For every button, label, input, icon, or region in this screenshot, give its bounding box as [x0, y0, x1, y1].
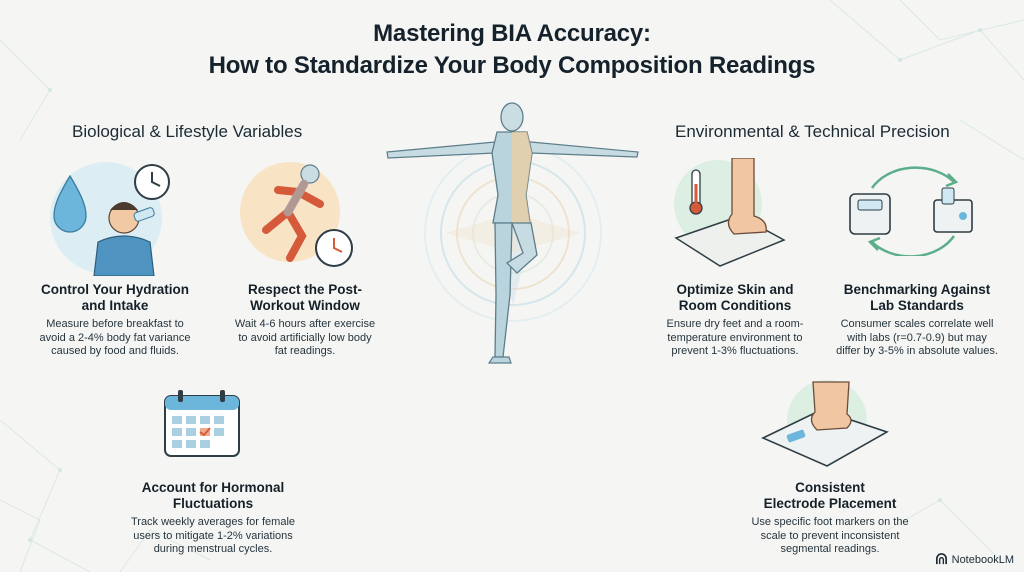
benchmark-card-text: Consumer scales correlate well with labs… [812, 318, 1022, 359]
skin-card-title: Optimize Skin and Room Conditions [650, 282, 820, 314]
water-drop-clock-icon [50, 162, 170, 276]
skin-title-line: Room Conditions [678, 298, 792, 313]
skin-text-line: prevent 1-3% fluctuations. [671, 345, 799, 357]
workout-card-title: Respect the Post- Workout Window [220, 282, 390, 314]
workout-title-line: Workout Window [250, 298, 360, 313]
runner-clock-icon [240, 162, 353, 267]
scale-lab-cycle-icon [849, 166, 973, 256]
foot-thermometer-scale-icon [674, 158, 786, 267]
benchmark-card-title: Benchmarking Against Lab Standards [822, 282, 1012, 314]
benchmark-text-line: Consumer scales correlate well [840, 318, 994, 330]
calendar-icon [164, 390, 240, 457]
electrode-title-line: Electrode Placement [763, 496, 897, 511]
electrode-card-text: Use specific foot markers on the scale t… [725, 516, 935, 557]
left-section-heading: Biological & Lifestyle Variables [72, 122, 303, 141]
electrode-title-line: Consistent [795, 480, 865, 495]
notebooklm-label: NotebookLM [951, 553, 1014, 566]
balancing-figure-icon [386, 102, 639, 364]
benchmark-title-line: Lab Standards [870, 298, 964, 313]
page-subtitle: How to Standardize Your Body Composition… [208, 52, 816, 79]
hormonal-card-text: Track weekly averages for female users t… [108, 516, 318, 557]
skin-text-line: temperature environment to [667, 331, 803, 344]
hormonal-card-title: Account for Hormonal Fluctuations [118, 480, 308, 512]
workout-text-line: to avoid artificially low body [238, 331, 372, 344]
skin-card-text: Ensure dry feet and a room- temperature … [640, 318, 830, 359]
right-section-heading: Environmental & Technical Precision [675, 122, 950, 141]
hydration-card-text: Measure before breakfast to avoid a 2-4%… [20, 318, 210, 359]
skin-text-line: Ensure dry feet and a room- [666, 318, 804, 330]
hormonal-text-line: during menstrual cycles. [153, 543, 273, 555]
electrode-card-title: Consistent Electrode Placement [735, 480, 925, 512]
hydration-card-title: Control Your Hydration and Intake [30, 282, 200, 314]
hydration-text-line: avoid a 2-4% body fat variance [39, 331, 191, 344]
notebooklm-logo-icon [935, 553, 947, 565]
workout-card-text: Wait 4-6 hours after exercise to avoid a… [210, 318, 400, 359]
workout-title-line: Respect the Post- [247, 282, 363, 297]
hydration-text-line: Measure before breakfast to [46, 318, 184, 330]
hydration-text-line: caused by food and fluids. [51, 345, 179, 357]
skin-title-line: Optimize Skin and [676, 282, 794, 297]
electrode-text-line: segmental readings. [780, 543, 880, 555]
hormonal-title-line: Account for Hormonal [141, 480, 285, 495]
electrode-text-line: scale to prevent inconsistent [760, 529, 900, 542]
hormonal-title-line: Fluctuations [172, 496, 254, 511]
page-title: Mastering BIA Accuracy: [373, 20, 651, 47]
hormonal-text-line: Track weekly averages for female [130, 516, 296, 528]
feet-on-scale-icon [761, 380, 889, 467]
benchmark-text-line: differ by 3-5% in absolute values. [836, 345, 998, 357]
workout-text-line: Wait 4-6 hours after exercise [234, 318, 376, 330]
hydration-title-line: and Intake [81, 298, 149, 313]
electrode-text-line: Use specific foot markers on the [751, 516, 909, 528]
hormonal-text-line: users to mitigate 1-2% variations [133, 529, 293, 542]
hydration-title-line: Control Your Hydration [41, 282, 189, 297]
benchmark-text-line: with labs (r=0.7-0.9) but may [847, 331, 987, 344]
workout-text-line: fat readings. [274, 345, 336, 357]
benchmark-title-line: Benchmarking Against [843, 282, 991, 297]
notebooklm-watermark: NotebookLM [935, 553, 1014, 566]
